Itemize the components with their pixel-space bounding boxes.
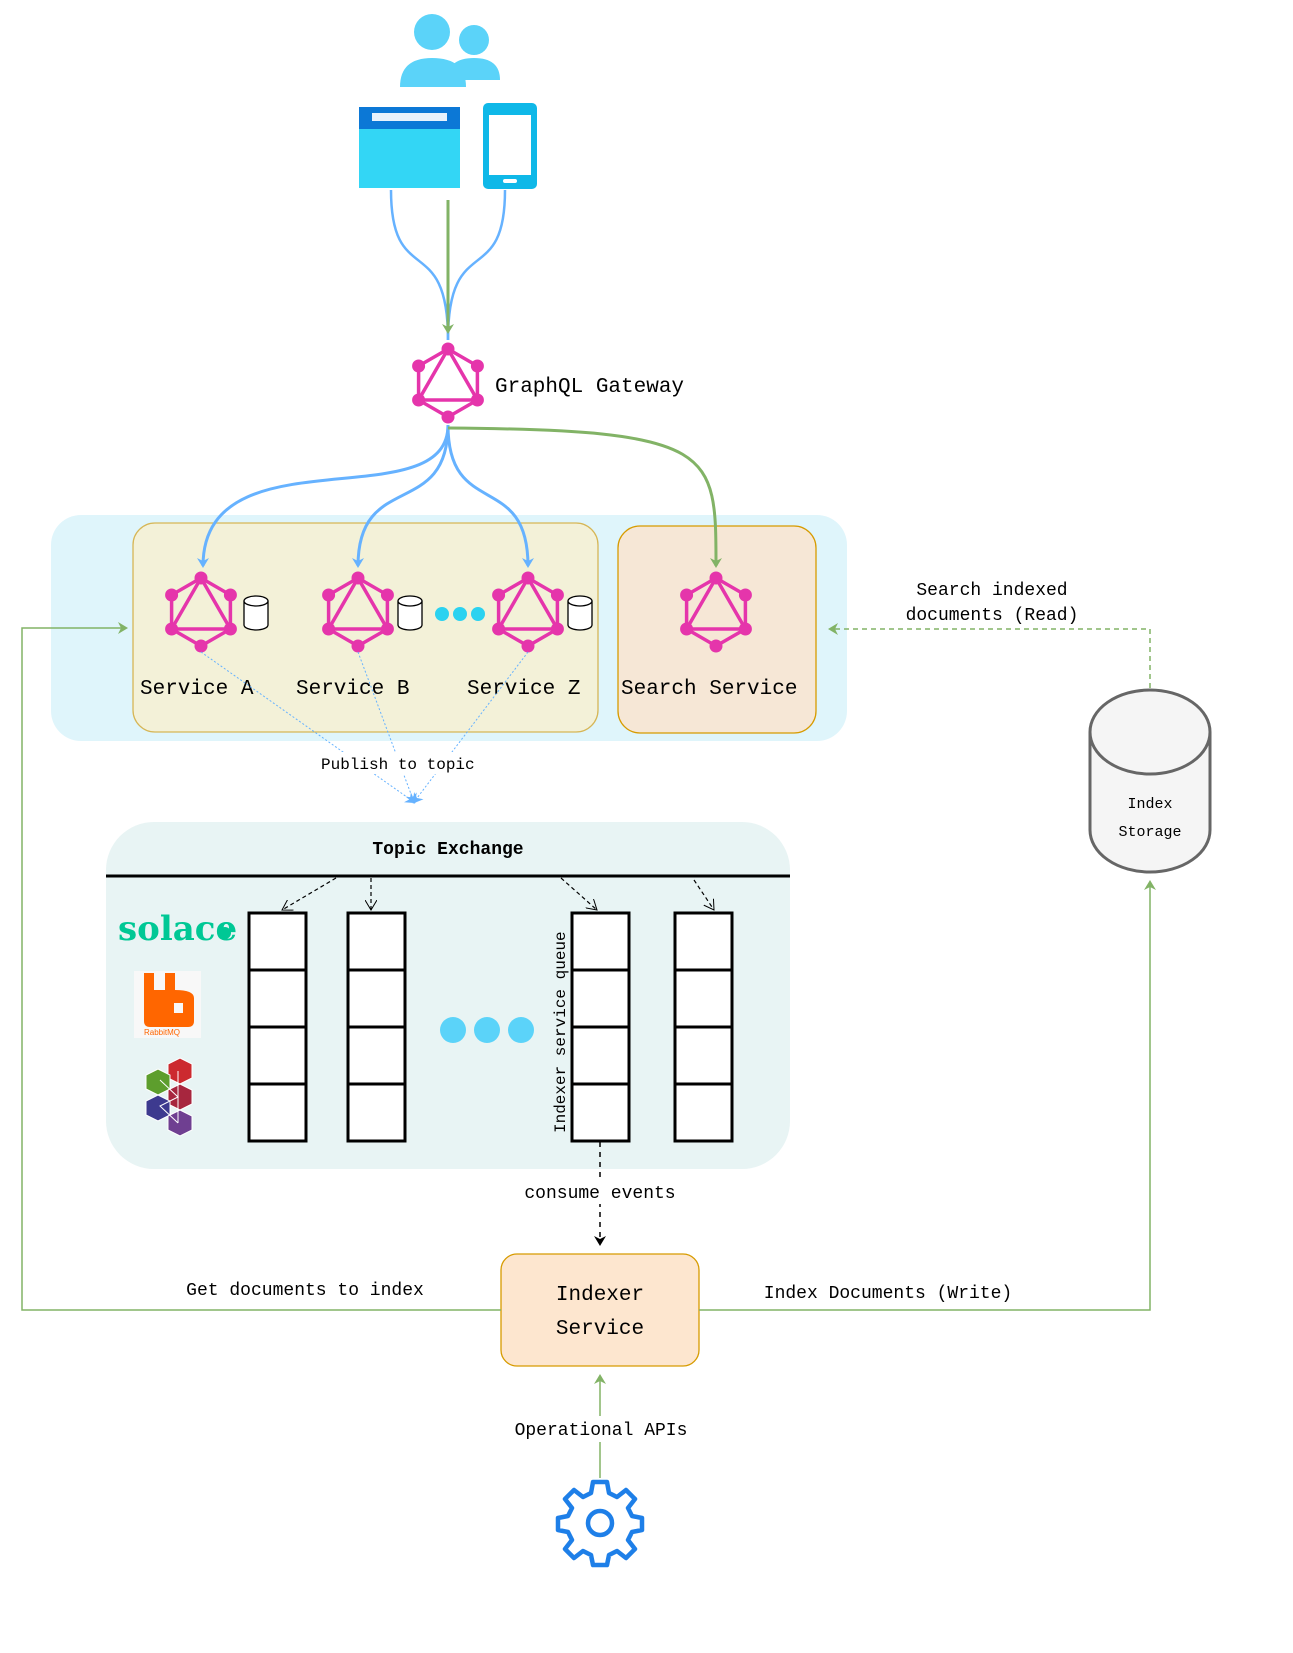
get-documents-label: Get documents to index [186,1281,424,1301]
publish-label-bg [318,752,488,774]
service-a-label: Service A [140,678,254,701]
gateway-search-edge [447,426,722,568]
mobile-edge [446,189,507,341]
users-icon [400,14,500,87]
search-read-edge [828,623,1151,688]
service-b-label: Service B [296,678,409,701]
operational-label-bg [500,1416,700,1442]
gateway-service-b-edge [352,424,450,568]
rabbitmq-logo-text: RabbitMQ [144,1028,180,1037]
rabbitmq-logo [134,971,201,1038]
index-write-label: Index Documents (Write) [764,1284,1012,1304]
search-service-label: Search Service [621,678,797,701]
consume-label-bg [512,1180,688,1204]
topic-exchange-title: Topic Exchange [372,840,523,860]
publish-edge-a [200,651,416,804]
indexer-service-box [500,1253,700,1367]
queue-1 [247,911,308,1143]
search-read-label-line1: Search indexed [916,581,1067,601]
kafka-logo [145,1057,193,1137]
indexer-label-line2: Service [556,1318,644,1341]
route-edge-4 [693,879,714,910]
route-edge-1 [282,877,337,910]
service-z-label: Service Z [467,678,580,701]
publish-edge-b [357,651,417,804]
get-documents-edge [21,622,501,1311]
more-queues-dots [440,1017,534,1043]
index-write-edge [699,880,1156,1311]
indexer-queue-label: Indexer service queue [552,931,570,1133]
gateway-service-z-edge [446,424,534,568]
service-b-database-icon [397,595,423,631]
mobile-phone-icon [483,103,537,189]
index-storage-label-line2: Storage [1118,824,1181,841]
consume-label: consume events [524,1184,675,1204]
more-services-dots [435,607,485,621]
index-storage [1088,688,1212,874]
browser-edge [389,189,450,341]
queue-4 [673,911,734,1143]
publish-label: Publish to topic [321,756,475,774]
search-read-label-line2: documents (Read) [906,606,1079,626]
solace-logo-dot [219,927,231,939]
service-a-database-icon [243,595,269,631]
index-storage-label-line1: Index [1127,796,1172,813]
gear-icon [555,1479,645,1568]
indexer-service-queue [570,911,631,1143]
graphql-gateway-icon [410,340,486,426]
indexer-label-line1: Indexer [556,1284,644,1307]
gateway-service-a-edge [197,424,450,568]
browser-icon [359,107,460,188]
gateway-label: GraphQL Gateway [495,376,684,399]
solace-logo: solace [118,909,237,949]
service-z-database-icon [567,595,593,631]
operational-label: Operational APIs [515,1421,688,1441]
queue-2 [346,911,407,1143]
route-edge-3 [560,877,597,910]
publish-edge-z [412,651,529,804]
